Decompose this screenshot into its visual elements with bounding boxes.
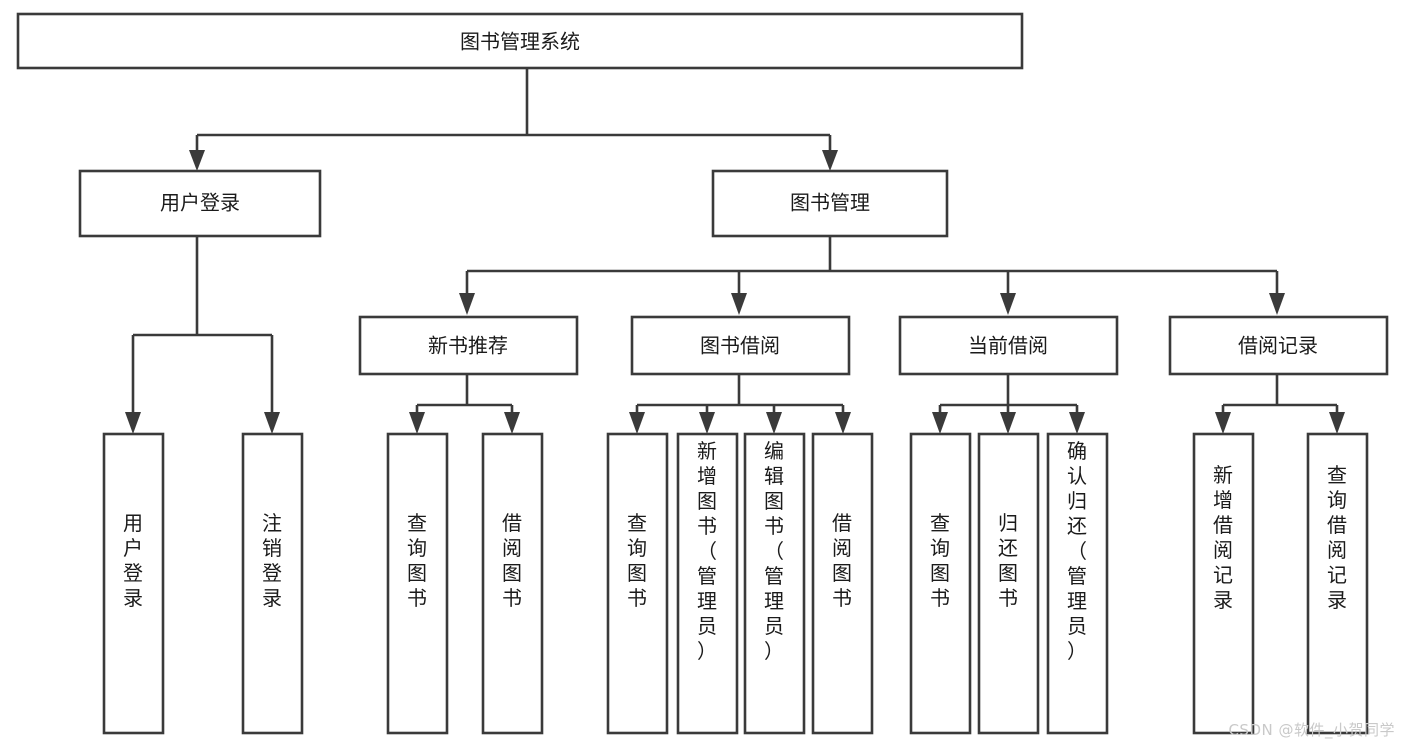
node-current-borrow-label: 当前借阅 [968, 334, 1048, 358]
node-book-borrow-label: 图书借阅 [700, 334, 780, 358]
leaf-node[interactable]: 编辑图书（管理员） [743, 432, 806, 735]
node-new-book-rec-label: 新书推荐 [428, 334, 508, 358]
leaf-7-label: 编辑图书（管理员） [764, 439, 784, 663]
node-user-login-label: 用户登录 [160, 191, 240, 215]
leaf-12-box[interactable] [1192, 432, 1255, 735]
node-current-borrow-box[interactable] [898, 315, 1119, 376]
node-book-borrow-box[interactable] [630, 315, 851, 376]
node-borrow-record[interactable]: 借阅记录 [1168, 315, 1389, 376]
leaf-1-box[interactable] [102, 432, 165, 735]
leaf-5-label: 查询图书 [627, 511, 647, 610]
leaf-node[interactable]: 借阅图书 [481, 432, 544, 735]
csdn-watermark: CSDN @软件_小贺同学 [1228, 721, 1395, 739]
node-current-borrow[interactable]: 当前借阅 [898, 315, 1119, 376]
arrowhead-leaf-1 [125, 412, 141, 434]
arrowhead-leaf-5 [629, 412, 645, 434]
node-book-borrow[interactable]: 图书借阅 [630, 315, 851, 376]
leaf-7-box[interactable] [743, 432, 806, 735]
arrowhead-user-login [189, 150, 205, 171]
leaf-12-label: 新增借阅记录 [1213, 463, 1233, 612]
leaf-13-label: 查询借阅记录 [1327, 463, 1347, 612]
node-book-mgmt[interactable]: 图书管理 [711, 169, 949, 238]
node-user-login-box[interactable] [78, 169, 322, 238]
leaf-node[interactable]: 确认归还（管理员） [1046, 432, 1109, 735]
leaf-10-label: 归还图书 [998, 511, 1018, 610]
leaf-node[interactable]: 借阅图书 [811, 432, 874, 735]
leaf-13-box[interactable] [1306, 432, 1369, 735]
arrowhead-leaf-10 [1000, 412, 1016, 434]
node-new-book-rec[interactable]: 新书推荐 [358, 315, 579, 376]
leaf-3-label: 查询图书 [407, 511, 427, 610]
arrowhead-leaf-2 [264, 412, 280, 434]
leaf-8-label: 借阅图书 [832, 511, 852, 610]
arrowhead-leaf-13 [1329, 412, 1345, 434]
node-user-login[interactable]: 用户登录 [78, 169, 322, 238]
arrowhead-leaf-7 [766, 412, 782, 434]
leaf-node[interactable]: 查询图书 [386, 432, 449, 735]
leaf-8-box[interactable] [811, 432, 874, 735]
leaf-9-box[interactable] [909, 432, 972, 735]
leaf-4-label: 借阅图书 [502, 511, 522, 610]
leaf-node[interactable]: 查询图书 [909, 432, 972, 735]
arrowhead-leaf-8 [835, 412, 851, 434]
leaf-10-box[interactable] [977, 432, 1040, 735]
leaf-node[interactable]: 查询借阅记录 [1306, 432, 1369, 735]
leaf-node[interactable]: 注销登录 [241, 432, 304, 735]
node-borrow-record-label: 借阅记录 [1238, 334, 1318, 358]
arrowhead-current-borrow [1000, 293, 1016, 315]
arrowhead-new-book-rec [459, 293, 475, 315]
leaf-3-box[interactable] [386, 432, 449, 735]
leaf-node[interactable]: 归还图书 [977, 432, 1040, 735]
leaf-node[interactable]: 新增图书（管理员） [676, 432, 739, 735]
node-borrow-record-box[interactable] [1168, 315, 1389, 376]
arrowhead-leaf-6 [699, 412, 715, 434]
connector-group [125, 68, 1345, 434]
node-book-mgmt-box[interactable] [711, 169, 949, 238]
leaf-1-label: 用户登录 [123, 511, 143, 610]
leaf-node[interactable]: 查询图书 [606, 432, 669, 735]
node-root[interactable]: 图书管理系统 [16, 12, 1024, 70]
arrowhead-leaf-3 [409, 412, 425, 434]
leaf-5-box[interactable] [606, 432, 669, 735]
arrowhead-borrow-record [1269, 293, 1285, 315]
node-book-mgmt-label: 图书管理 [790, 191, 870, 215]
leaf-2-label: 注销登录 [262, 511, 282, 610]
arrowhead-leaf-9 [932, 412, 948, 434]
leaf-node[interactable]: 新增借阅记录 [1192, 432, 1255, 735]
leaf-node[interactable]: 用户登录 [102, 432, 165, 735]
node-new-book-rec-box[interactable] [358, 315, 579, 376]
arrowhead-book-borrow [731, 293, 747, 315]
leaf-11-label: 确认归还（管理员） [1067, 439, 1087, 663]
leaf-2-box[interactable] [241, 432, 304, 735]
node-root-label: 图书管理系统 [460, 30, 580, 54]
arrowhead-leaf-11 [1069, 412, 1085, 434]
leaf-6-label: 新增图书（管理员） [697, 439, 717, 663]
arrowhead-leaf-12 [1215, 412, 1231, 434]
node-root-box[interactable] [16, 12, 1024, 70]
leaf-11-box[interactable] [1046, 432, 1109, 735]
arrowhead-leaf-4 [504, 412, 520, 434]
leaf-4-box[interactable] [481, 432, 544, 735]
arrowhead-book-mgmt [822, 150, 838, 171]
leaf-9-label: 查询图书 [930, 511, 950, 610]
leaf-6-box[interactable] [676, 432, 739, 735]
